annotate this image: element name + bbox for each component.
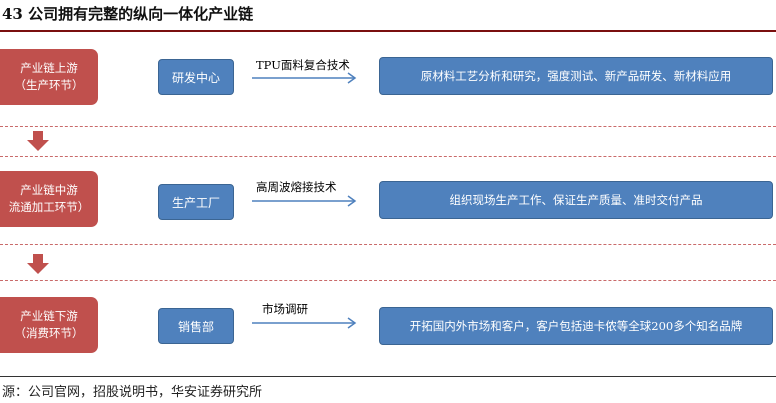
title-rule	[0, 30, 776, 32]
connector-arrow-downstream	[252, 317, 357, 329]
section-divider-3	[0, 244, 776, 245]
arrow-label-midstream: 高周波熔接技术	[256, 180, 337, 194]
stage-midstream-line1: 产业链中游	[20, 183, 78, 197]
arrow-label-upstream: TPU面料复合技术	[256, 58, 350, 72]
section-divider-1	[0, 126, 776, 127]
stage-midstream: 产业链中游 流通加工环节）	[0, 171, 98, 227]
stage-midstream-line2: 流通加工环节）	[8, 200, 90, 214]
mid-box-sales-dept: 销售部	[158, 308, 234, 344]
detail-box-downstream: 开拓国内外市场和客户，客户包括迪卡侬等全球200多个知名品牌	[379, 307, 773, 345]
connector-arrow-midstream	[252, 195, 357, 207]
section-divider-4	[0, 280, 776, 281]
stage-downstream-line2: （消费环节）	[14, 326, 84, 340]
section-divider-2	[0, 156, 776, 157]
mid-box-rnd-center: 研发中心	[158, 59, 234, 95]
stage-downstream-line1: 产业链下游	[20, 309, 78, 323]
detail-box-upstream: 原材料工艺分析和研究，强度测试、新产品研发、新材料应用	[379, 57, 773, 95]
detail-box-midstream: 组织现场生产工作、保证生产质量、准时交付产品	[379, 181, 773, 219]
mid-box-factory: 生产工厂	[158, 184, 234, 220]
stage-downstream: 产业链下游 （消费环节）	[0, 297, 98, 353]
source-rule	[0, 376, 776, 377]
stage-upstream-line2: （生产环节）	[14, 78, 84, 92]
down-arrow-icon	[27, 254, 49, 274]
connector-arrow-upstream	[252, 72, 357, 84]
stage-upstream: 产业链上游 （生产环节）	[0, 49, 98, 105]
source-note: 源：公司官网，招股说明书，华安证券研究所	[2, 385, 263, 400]
arrow-label-downstream: 市场调研	[262, 302, 308, 316]
figure-title: 43 公司拥有完整的纵向一体化产业链	[2, 5, 254, 23]
down-arrow-icon	[27, 131, 49, 151]
stage-upstream-line1: 产业链上游	[20, 61, 78, 75]
